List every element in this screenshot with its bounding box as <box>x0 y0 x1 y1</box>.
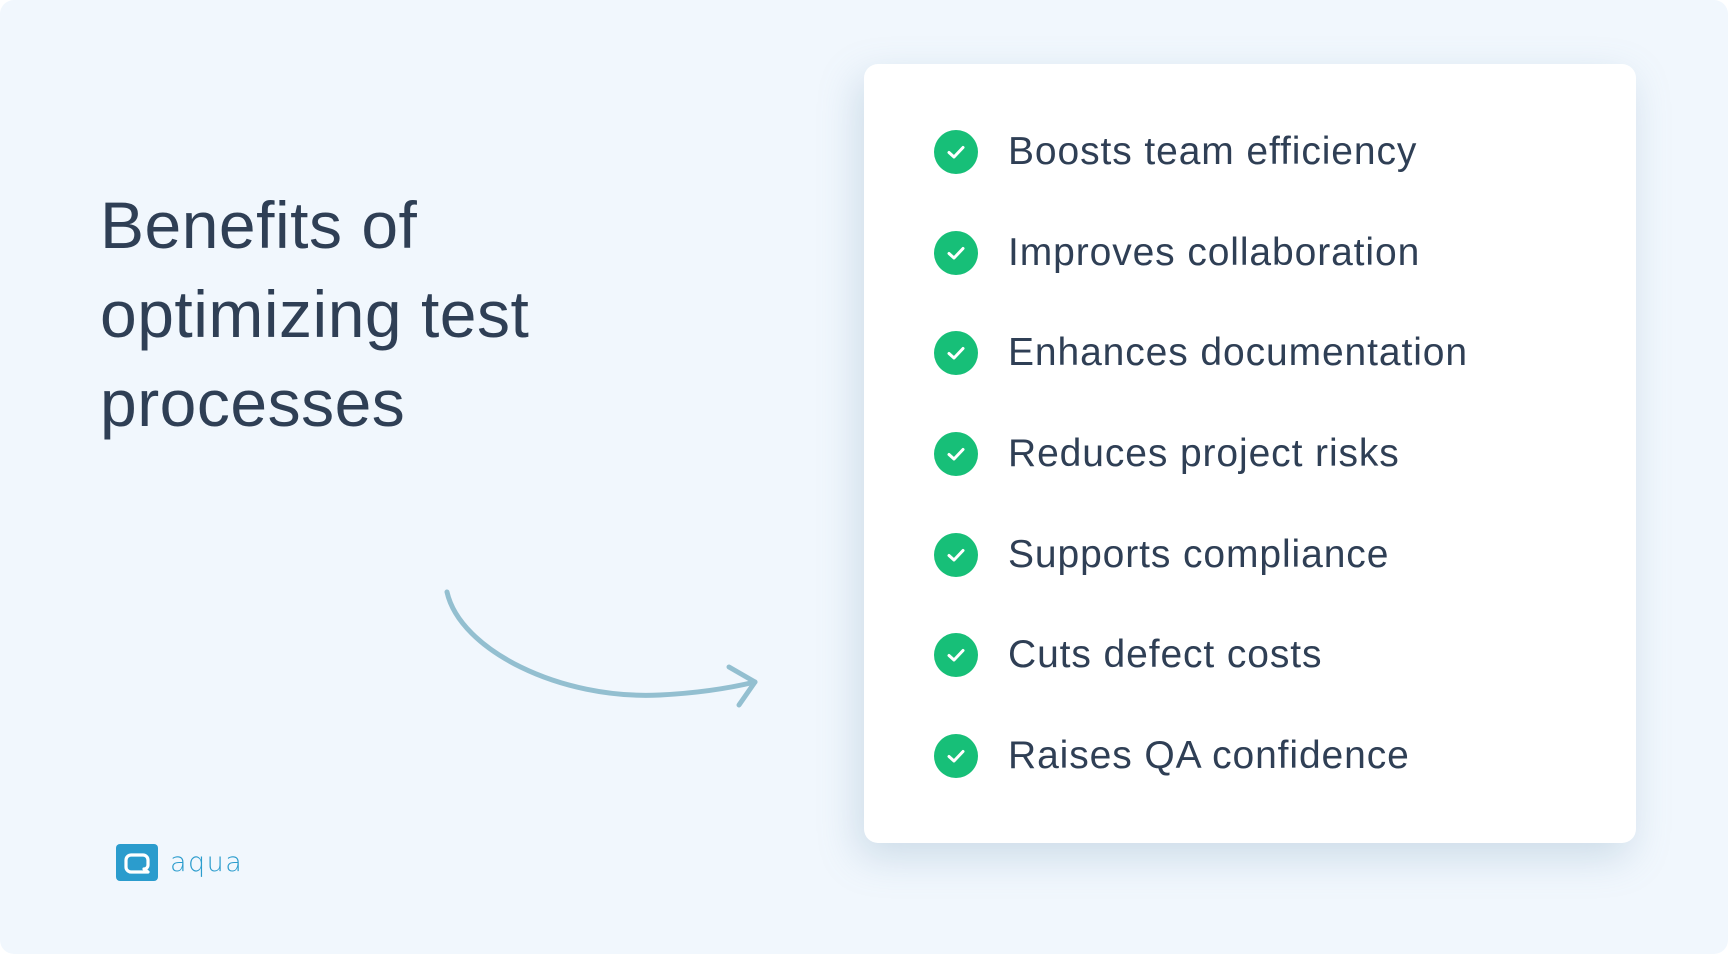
list-item: Cuts defect costs <box>934 633 1468 678</box>
aqua-logo: aqua <box>116 844 243 881</box>
list-item: Boosts team efficiency <box>934 130 1468 174</box>
benefits-card: Boosts team efficiency Improves collabor… <box>864 64 1636 843</box>
list-item: Raises QA confidence <box>934 734 1468 779</box>
check-circle-icon <box>934 331 978 376</box>
check-circle-icon <box>934 734 978 779</box>
benefit-label: Improves collaboration <box>1008 230 1421 274</box>
benefit-label: Reduces project risks <box>1008 432 1400 476</box>
list-item: Enhances documentation <box>934 331 1468 376</box>
curved-arrow-icon <box>444 589 758 708</box>
list-item: Supports compliance <box>934 532 1468 577</box>
title-line-1: Benefits of <box>100 188 418 262</box>
page-title: Benefits of optimizing test processes <box>100 181 529 448</box>
check-circle-icon <box>934 432 978 477</box>
aqua-logo-icon <box>116 844 158 881</box>
check-circle-icon <box>934 130 978 174</box>
title-line-2: optimizing test <box>100 277 530 351</box>
benefit-label: Boosts team efficiency <box>1008 130 1418 173</box>
benefit-label: Raises QA confidence <box>1008 734 1410 778</box>
check-circle-icon <box>934 532 978 577</box>
list-item: Reduces project risks <box>934 432 1468 477</box>
benefit-label: Supports compliance <box>1008 532 1390 576</box>
benefit-label: Cuts defect costs <box>1008 633 1323 677</box>
benefits-list: Boosts team efficiency Improves collabor… <box>934 130 1468 835</box>
check-circle-icon <box>934 230 978 275</box>
benefit-label: Enhances documentation <box>1008 331 1468 375</box>
list-item: Improves collaboration <box>934 230 1468 275</box>
check-circle-icon <box>934 633 978 678</box>
logo-wordmark: aqua <box>170 846 244 878</box>
title-line-3: processes <box>100 366 406 440</box>
